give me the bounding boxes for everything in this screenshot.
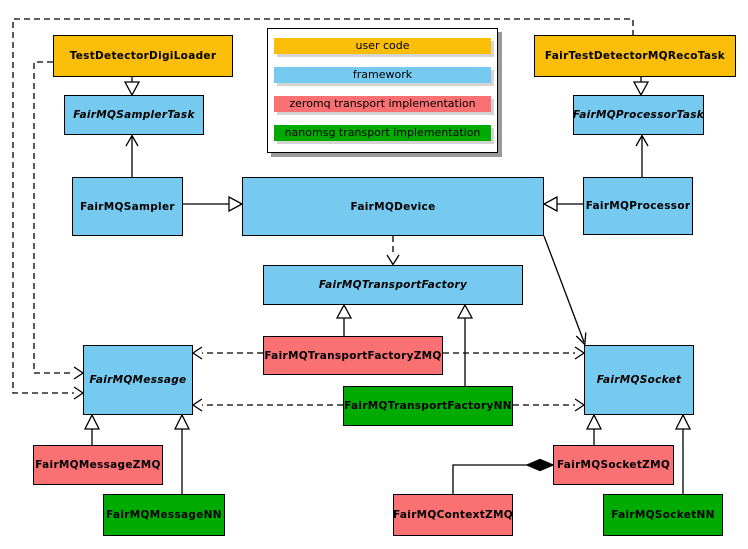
- node-fairmq-transport-factory-nn: FairMQTransportFactoryNN: [343, 386, 513, 426]
- node-label: FairMQTransportFactoryZMQ: [264, 349, 442, 362]
- node-label: FairMQDevice: [350, 200, 436, 213]
- node-label: FairMQSampler: [80, 200, 175, 213]
- node-fair-test-detector-mq-reco-task: FairTestDetectorMQRecoTask: [534, 35, 736, 77]
- edge-inheritance-fairmqmessagezmq-fairmqmessage: [83, 413, 101, 445]
- edge-inheritance-fairtestdetectormqrecotask-fairmqprocessortask: [632, 76, 650, 97]
- composition-diamond: [525, 458, 555, 472]
- inheritance-arrowhead: [335, 303, 353, 319]
- node-fairmq-transport-factory-zmq: FairMQTransportFactoryZMQ: [263, 336, 443, 375]
- inheritance-arrowhead: [83, 413, 101, 430]
- node-fairmq-sampler: FairMQSampler: [72, 177, 183, 236]
- node-label: FairTestDetectorMQRecoTask: [544, 50, 726, 62]
- node-fairmq-device: FairMQDevice: [242, 177, 544, 236]
- node-label: FairMQSocketNN: [611, 509, 715, 521]
- open-arrowhead: [574, 346, 586, 360]
- legend-label: zeromq transport implementation: [289, 97, 476, 110]
- node-label: FairMQContextZMQ: [393, 509, 513, 521]
- open-arrowhead: [386, 254, 400, 266]
- node-fairmq-sampler-task: FairMQSamplerTask: [64, 95, 204, 135]
- inheritance-arrowhead: [123, 81, 141, 97]
- open-arrowhead: [125, 134, 139, 147]
- inheritance-arrowhead: [456, 303, 474, 319]
- node-fairmq-message-nn: FairMQMessageNN: [103, 494, 225, 536]
- edge-inheritance-fairmqprocessor-fairmqdevice: [542, 195, 583, 213]
- edge-inheritance-testdetectordigiloader-fairmqsamplertask: [123, 76, 141, 97]
- edge-association-fairmqprocessor-fairmqprocessortask: [635, 134, 649, 177]
- node-fairmq-processor-task: FairMQProcessorTask: [573, 95, 704, 135]
- open-arrowhead: [73, 386, 85, 400]
- edge-dependency-fairmqdevice-fairmqtransportfactory: [386, 236, 400, 266]
- node-label: FairMQSocket: [596, 374, 682, 386]
- edge-dependency-fairmqtransportfactoryzmq-fairmqmessage: [191, 346, 263, 360]
- node-label: FairMQMessageNN: [106, 509, 222, 521]
- node-label: FairMQSocketZMQ: [556, 459, 671, 471]
- inheritance-arrowhead: [585, 413, 603, 430]
- legend-item-nanomsg: nanomsg transport implementation: [274, 125, 491, 141]
- node-label: TestDetectorDigiLoader: [69, 50, 217, 62]
- node-fairmq-socket-nn: FairMQSocketNN: [603, 494, 723, 536]
- edge-association-fairmqsampler-fairmqsamplertask: [125, 134, 139, 177]
- open-arrowhead: [191, 346, 203, 360]
- legend-item-framework: framework: [274, 67, 491, 83]
- edge-inheritance-fairmqtransportfactoryzmq-fairmqtransportfactory: [335, 303, 353, 336]
- node-fairmq-socket-zmq: FairMQSocketZMQ: [553, 445, 674, 485]
- node-label: FairMQProcessor: [585, 200, 691, 212]
- node-fairmq-context-zmq: FairMQContextZMQ: [393, 494, 513, 536]
- node-label: FairMQSamplerTask: [73, 109, 195, 121]
- legend-label: framework: [352, 68, 413, 81]
- edge-dependency-fairmqtransportfactoryzmq-fairmqsocket: [443, 346, 586, 360]
- open-arrowhead: [574, 398, 586, 412]
- node-fairmq-message: FairMQMessage: [83, 345, 193, 415]
- node-test-detector-digi-loader: TestDetectorDigiLoader: [53, 35, 233, 77]
- edge-association-fairmqdevice-fairmqsocket: [543, 235, 587, 346]
- inheritance-arrowhead: [674, 413, 692, 430]
- edge-inheritance-fairmqsocketzmq-fairmqsocket: [585, 413, 603, 445]
- inheritance-arrowhead: [632, 81, 650, 97]
- edge-inheritance-fairmqsocketnn-fairmqsocket: [674, 413, 692, 494]
- node-label: FairMQTransportFactory: [318, 279, 468, 291]
- node-fairmq-message-zmq: FairMQMessageZMQ: [33, 445, 163, 485]
- inheritance-arrowhead: [173, 413, 191, 430]
- open-arrowhead: [191, 398, 203, 412]
- edge-composition-fairmqcontextzmq-fairmqsocketzmq: [452, 458, 555, 494]
- node-label: FairMQProcessorTask: [572, 109, 705, 121]
- edge-inheritance-fairmqmessagenn-fairmqmessage: [173, 413, 191, 494]
- legend-label: user code: [355, 39, 410, 52]
- node-label: FairMQTransportFactoryNN: [344, 400, 512, 412]
- edge-inheritance-fairmqsampler-fairmqdevice: [183, 195, 244, 213]
- open-arrowhead: [73, 366, 85, 380]
- edge-dependency-fairmqtransportfactorynn-fairmqsocket: [513, 398, 586, 412]
- legend-item-zeromq: zeromq transport implementation: [274, 96, 491, 112]
- edge-inheritance-fairmqtransportfactorynn-fairmqtransportfactory: [456, 303, 474, 386]
- legend-label: nanomsg transport implementation: [284, 126, 481, 139]
- node-label: FairMQMessage: [89, 374, 187, 386]
- open-arrowhead: [575, 332, 587, 346]
- node-label: FairMQMessageZMQ: [35, 459, 161, 471]
- open-arrowhead: [635, 134, 649, 147]
- node-fairmq-transport-factory: FairMQTransportFactory: [263, 265, 523, 305]
- legend-box: user code framework zeromq transport imp…: [267, 28, 498, 153]
- inheritance-arrowhead: [228, 195, 244, 213]
- inheritance-arrowhead: [542, 195, 558, 213]
- node-fairmq-socket: FairMQSocket: [584, 345, 694, 415]
- node-fairmq-processor: FairMQProcessor: [583, 177, 693, 235]
- edge-dependency-fairmqtransportfactorynn-fairmqmessage: [191, 398, 343, 412]
- legend-item-user-code: user code: [274, 38, 491, 54]
